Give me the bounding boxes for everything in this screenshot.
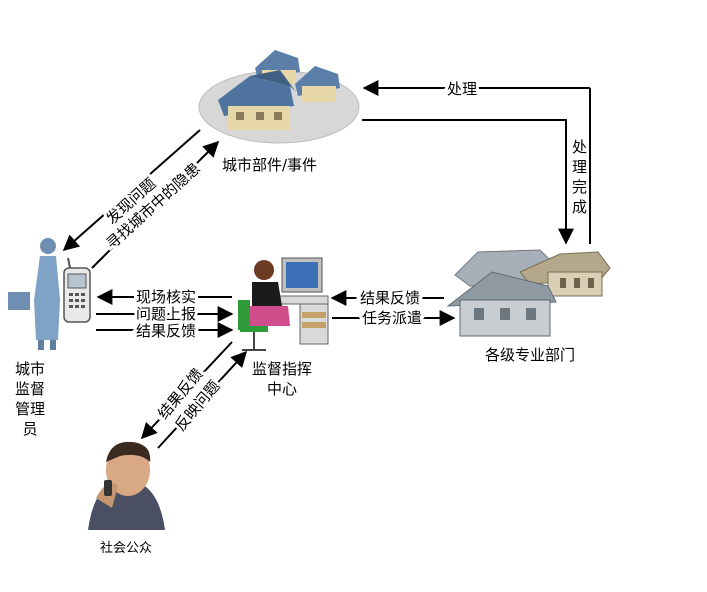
- supervisor-label: 城市 监督 管理 员: [15, 360, 45, 438]
- dept-feedback-label: 结果反馈: [360, 289, 420, 307]
- mobile-phone-icon: [63, 257, 91, 323]
- svg-text:管理: 管理: [15, 400, 45, 418]
- svg-text:处: 处: [572, 138, 587, 156]
- city-houses-illustration: [198, 50, 360, 144]
- command-center-operator-illustration: [238, 257, 329, 351]
- arrow-handle-complete: [362, 119, 574, 245]
- center-label-line2: 中心: [267, 380, 297, 398]
- department-buildings-illustration: [446, 249, 611, 337]
- verify-label: 现场核实: [136, 288, 196, 306]
- arrow-public-report: [157, 350, 248, 449]
- svg-text:成: 成: [572, 198, 587, 216]
- report-label: 问题上报: [136, 305, 196, 323]
- public-label: 社会公众: [100, 540, 152, 556]
- arrow-public-feedback: [140, 341, 233, 440]
- arrow-discover: [62, 129, 201, 252]
- supervisor-feedback-label: 结果反馈: [136, 322, 196, 340]
- dispatch-label: 任务派遣: [362, 309, 422, 327]
- handle-label: 处理: [447, 80, 477, 98]
- supervisor-figure: [8, 238, 60, 350]
- svg-text:监督: 监督: [15, 380, 45, 398]
- handle-complete-label: 处 理 完 成: [572, 138, 587, 216]
- departments-label: 各级专业部门: [485, 346, 575, 364]
- svg-text:员: 员: [22, 420, 37, 438]
- svg-text:理: 理: [572, 158, 587, 176]
- city-event-label: 城市部件/事件: [222, 156, 317, 174]
- svg-text:城市: 城市: [15, 360, 45, 378]
- arrow-search: [91, 140, 220, 269]
- public-person-illustration: [88, 441, 165, 530]
- center-label-line1: 监督指挥: [252, 360, 312, 378]
- svg-text:完: 完: [572, 178, 587, 196]
